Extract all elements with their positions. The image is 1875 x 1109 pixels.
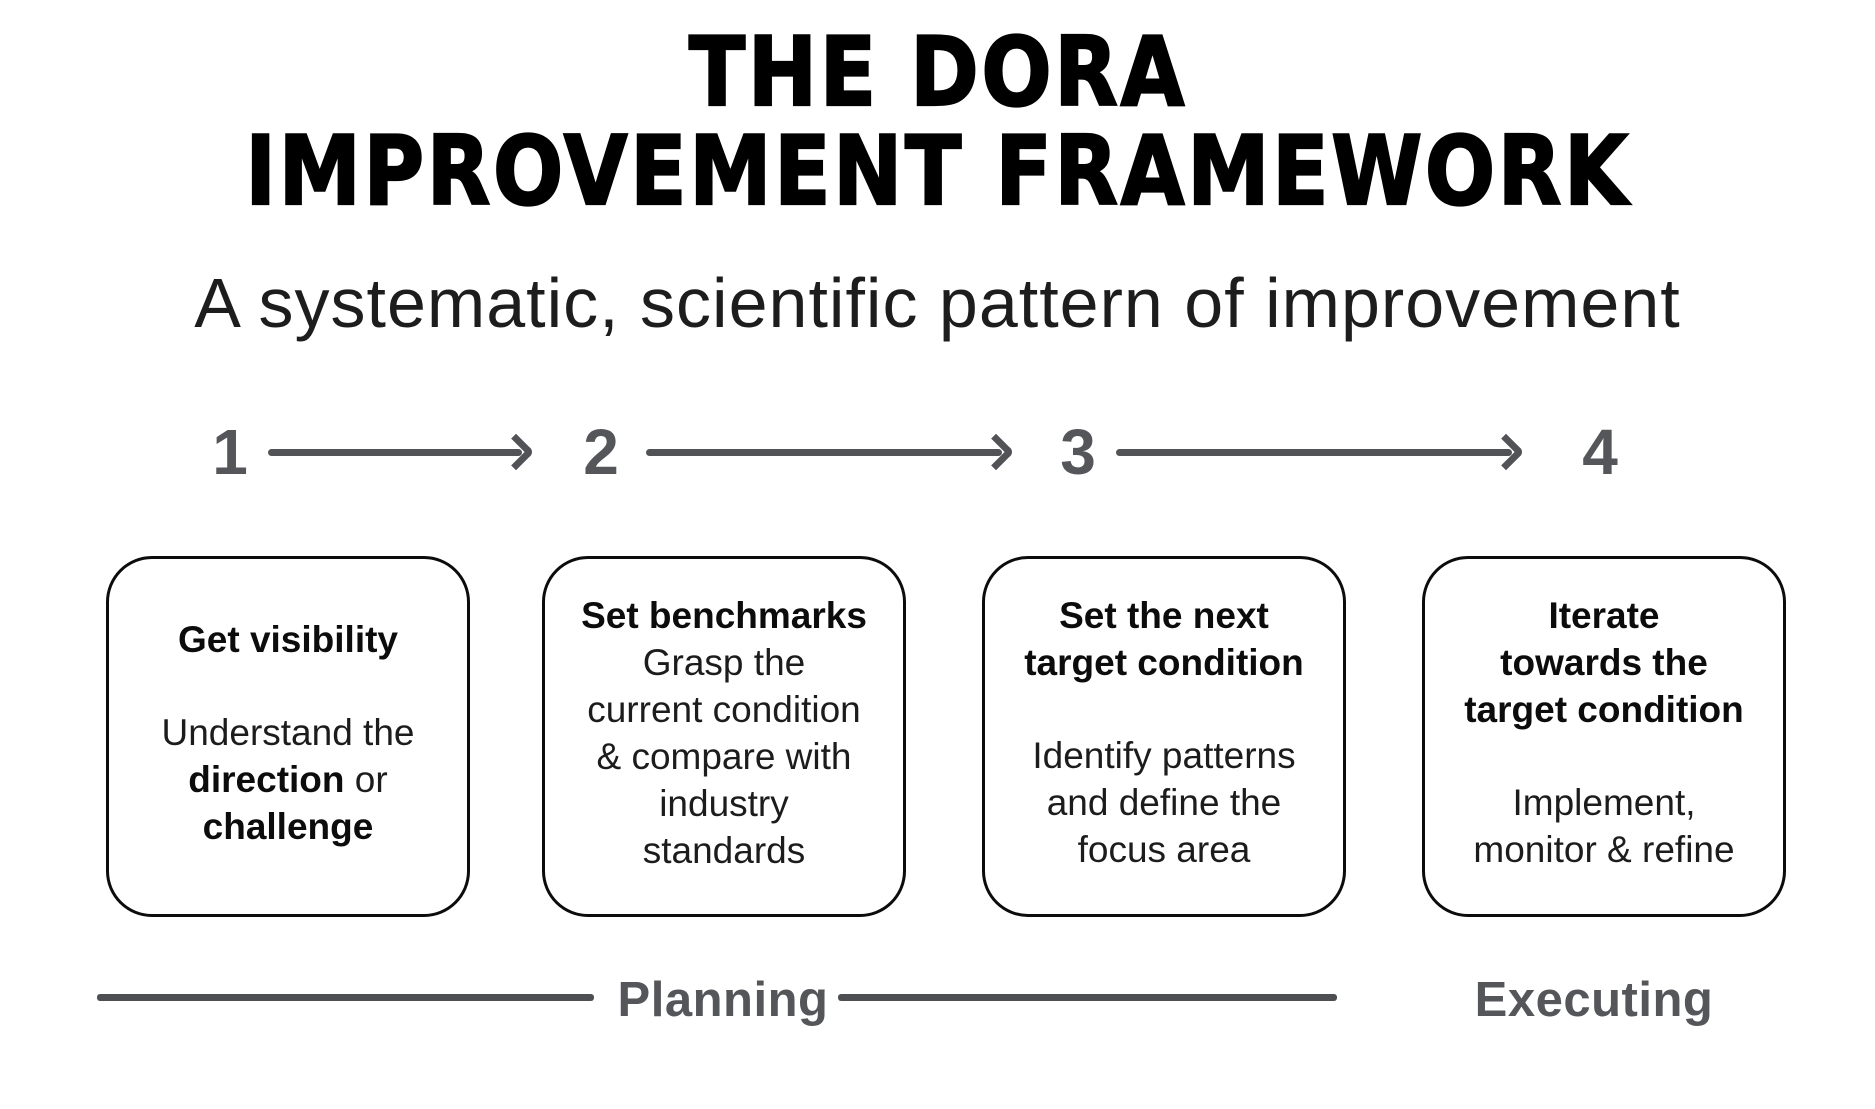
card-title: Iterate towards the target condition — [1464, 592, 1744, 733]
card-title: Set benchmarks — [581, 592, 867, 639]
card-body: Implement, monitor & refine — [1473, 779, 1734, 873]
card-body-line: & compare with — [596, 735, 852, 777]
page-title-line-2: IMPROVEMENT FRAMEWORK — [244, 116, 1631, 227]
planning-label: Planning — [617, 973, 829, 1027]
step-card-get-visibility: Get visibility Understand the direction … — [106, 556, 470, 917]
step-number-3: 3 — [1060, 416, 1096, 488]
step-card-set-benchmarks: Set benchmarks Grasp the current conditi… — [542, 556, 906, 917]
card-body-line: industry — [659, 782, 789, 824]
planning-divider-left — [97, 994, 594, 1001]
card-title-line: Set benchmarks — [581, 594, 867, 636]
card-body-line: monitor & refine — [1473, 829, 1735, 870]
page-title: THE DORA IMPROVEMENT FRAMEWORK — [244, 18, 1631, 227]
planning-divider-right — [838, 994, 1337, 1001]
page-title-line-1: THE DORA — [687, 18, 1187, 128]
arrow-right-icon — [268, 432, 534, 472]
arrow-right-icon — [1116, 432, 1524, 472]
card-body-line: Identify patterns — [1032, 735, 1296, 776]
card-body-line: Implement, — [1512, 782, 1696, 823]
step-number-2: 2 — [583, 416, 619, 488]
card-body-line: current condition — [587, 688, 861, 730]
card-title-line: target condition — [1464, 689, 1744, 730]
card-body: Identify patterns and define the focus a… — [1032, 732, 1295, 873]
card-title-line: Get visibility — [177, 618, 398, 660]
card-body: Understand the direction or challenge — [161, 709, 414, 850]
card-body-line: focus area — [1077, 829, 1251, 870]
card-body-line: Grasp the — [642, 641, 806, 683]
card-body-line: challenge — [202, 805, 374, 847]
card-body-line: direction or — [188, 758, 388, 800]
card-title: Get visibility — [178, 616, 398, 663]
arrow-right-icon — [646, 432, 1014, 472]
card-body-line: standards — [642, 829, 806, 871]
card-title-line: Set the next — [1059, 595, 1269, 636]
step-card-iterate-towards-target: Iterate towards the target condition Imp… — [1422, 556, 1786, 917]
step-card-set-next-target-condition: Set the next target condition Identify p… — [982, 556, 1346, 917]
step-number-4: 4 — [1582, 416, 1618, 488]
card-title: Set the next target condition — [1024, 592, 1304, 686]
executing-label: Executing — [1474, 973, 1714, 1027]
card-body: Grasp the current condition & compare wi… — [587, 639, 861, 874]
card-body-line: Understand the — [161, 711, 415, 753]
card-title-line: target condition — [1024, 642, 1304, 683]
card-title-line: Iterate — [1548, 595, 1660, 636]
step-number-1: 1 — [212, 416, 248, 488]
card-title-line: towards the — [1500, 642, 1708, 683]
card-body-line: and define the — [1046, 782, 1282, 823]
page-subtitle: A systematic, scientific pattern of impr… — [194, 264, 1681, 342]
